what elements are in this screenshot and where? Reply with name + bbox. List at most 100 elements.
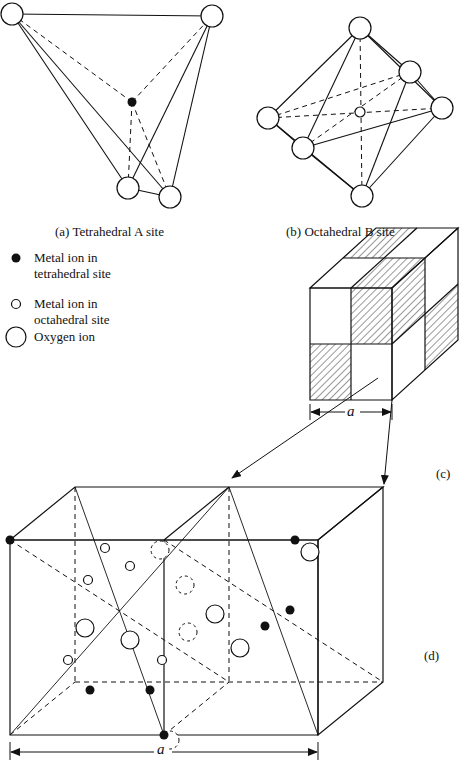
octahedron-edge <box>268 28 442 196</box>
cube-outline <box>343 257 425 258</box>
oxygen-ion <box>1 3 23 25</box>
tetrahedron-edge <box>170 16 212 197</box>
panel-label: (d) <box>424 648 439 664</box>
cube-hatch <box>425 284 458 370</box>
oxygen-ion <box>349 17 371 39</box>
tetrahedron-edge <box>12 14 212 16</box>
cube-outline <box>392 228 458 400</box>
tetrahedron-dashed-bond <box>12 14 212 197</box>
cube-hatch <box>310 344 351 400</box>
legend-oxygen-symbol <box>6 327 26 347</box>
octahedron-dashed-bond <box>268 108 442 118</box>
tetrahedral-ion <box>291 536 300 545</box>
dimension-label: a <box>345 403 357 419</box>
cell-edge <box>10 487 229 735</box>
octahedron-edge <box>268 118 362 196</box>
leader-arrow <box>232 378 378 478</box>
octahedral-ion <box>64 544 167 665</box>
dimension-line <box>310 404 392 420</box>
cell-edge <box>318 487 383 735</box>
oxygen-ion <box>201 5 223 27</box>
hidden-oxygen-ion <box>176 576 194 594</box>
cube-hatch <box>351 288 392 344</box>
tetrahedron-dashed-bond <box>132 16 212 102</box>
dimension-line <box>318 742 319 760</box>
cube-outline <box>392 284 458 344</box>
cube-outline <box>310 343 392 344</box>
tetrahedral-ion <box>128 98 137 107</box>
dimension-line <box>360 412 391 413</box>
cell-edge <box>10 487 383 735</box>
oxygen-ion <box>351 185 373 207</box>
oxygen-ion <box>206 605 224 623</box>
oxygen-ion <box>257 17 453 207</box>
tetrahedron-edge <box>12 14 170 197</box>
octahedral-ion <box>355 107 365 117</box>
tetrahedral-ion <box>146 686 155 695</box>
oxygen-ion <box>301 543 319 561</box>
oxygen-ion <box>121 631 139 649</box>
tetrahedral-ion <box>6 536 300 740</box>
tetrahedral-ion <box>160 731 169 740</box>
hidden-oxygen-ion <box>151 541 197 749</box>
octahedral-ion <box>126 562 135 571</box>
legend-text: Oxygen ion <box>34 329 154 345</box>
dimension-line <box>10 742 11 760</box>
oxygen-ion <box>231 639 249 657</box>
octahedron-edge <box>303 108 442 148</box>
cube-outline <box>310 288 392 400</box>
tetrahedral-ion <box>261 622 270 631</box>
oxygen-ion <box>76 543 319 657</box>
octahedron-edge <box>303 28 360 148</box>
hidden-oxygen-ion <box>179 623 197 641</box>
cell-edge <box>229 487 318 735</box>
legend-tetrahedral-symbol <box>12 254 21 263</box>
dimension-line <box>310 404 311 420</box>
octahedral-ion <box>158 656 167 665</box>
tetrahedron-edge <box>12 14 128 188</box>
octahedron-edge <box>268 28 360 118</box>
oxygen-ion <box>399 61 421 83</box>
tetrahedral-ion <box>86 686 95 695</box>
octahedron-dashed-bond <box>303 72 410 148</box>
octahedral-ion <box>64 656 73 665</box>
cell-hidden-edge <box>229 487 230 682</box>
tetrahedron-dashed-bond <box>128 102 132 188</box>
tetrahedral-ion <box>6 536 15 545</box>
legend-octahedral-symbol <box>12 300 21 309</box>
tetrahedral-ion <box>286 606 295 615</box>
cell-edge <box>10 540 318 735</box>
cube-outline <box>310 228 458 400</box>
octahedron-edge <box>362 108 442 196</box>
cell-hidden-edge <box>75 487 76 682</box>
cell-hidden-edge <box>10 487 383 735</box>
tetrahedron-edge <box>128 16 212 188</box>
cell-edge <box>163 540 164 735</box>
cube-hatch <box>310 228 458 400</box>
oxygen-ion <box>257 107 279 129</box>
oxygen-ion <box>76 619 94 637</box>
oxygen-ion <box>292 137 314 159</box>
cell-edge <box>164 487 229 540</box>
octahedral-ion <box>84 576 93 585</box>
site-caption: (a) Tetrahedral A site <box>55 224 164 240</box>
dimension-label: a <box>155 741 167 757</box>
legend-text: Metal ion in tetrahedral site <box>34 250 154 282</box>
oxygen-ion <box>1 3 223 208</box>
cell-hidden-edge <box>164 682 229 735</box>
tetrahedron-edge <box>12 14 212 197</box>
oxygen-ion <box>159 186 181 208</box>
tetrahedron-dashed-bond <box>12 14 132 102</box>
octahedral-ion <box>101 544 110 553</box>
hidden-oxygen-ion <box>151 541 169 559</box>
oxygen-ion <box>117 177 139 199</box>
site-caption: (b) Octahedral B site <box>286 224 395 240</box>
leader-arrow <box>384 400 392 484</box>
octahedron-dashed-bond <box>268 28 442 196</box>
leader-arrow <box>232 378 392 484</box>
dimension-line <box>11 752 154 753</box>
legend-text: Metal ion in octahedral site <box>34 296 154 328</box>
dimension-line <box>10 742 318 760</box>
dimension-line <box>172 752 317 753</box>
